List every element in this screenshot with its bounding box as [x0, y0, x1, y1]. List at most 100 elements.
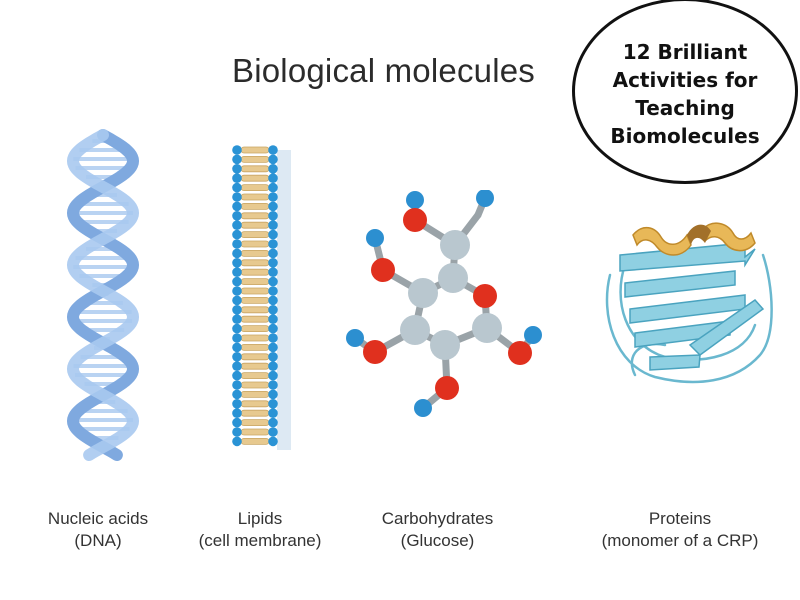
lipid-tail	[240, 221, 270, 229]
lipid-head	[268, 380, 278, 390]
lipid-bilayer-illustration	[232, 145, 291, 450]
lipid-tail	[240, 343, 270, 351]
lipid-head	[268, 229, 278, 240]
lipid-head	[268, 220, 278, 230]
molecule-name: Proteins	[648, 509, 712, 528]
lipid-head	[268, 295, 278, 306]
lipid-head	[232, 258, 242, 268]
carbohydrates-label: Carbohydrates (Glucose)	[355, 508, 520, 552]
lipid-tail	[240, 174, 270, 182]
lipid-tail	[240, 315, 270, 323]
badge-line: Teaching	[635, 96, 735, 120]
lipid-head	[232, 164, 242, 174]
lipid-head	[232, 145, 242, 155]
lipid-head	[232, 370, 242, 381]
lipid-head	[268, 145, 278, 155]
glucose-molecule-illustration	[346, 190, 542, 417]
protein-ribbon-illustration	[605, 222, 773, 384]
proteins-label: Proteins (monomer of a CRP)	[580, 508, 780, 552]
lipid-tail	[240, 409, 270, 417]
molecule-name: Carbohydrates	[381, 509, 494, 528]
lipid-head	[268, 286, 278, 296]
lipid-head	[268, 389, 278, 400]
lipid-head	[232, 267, 242, 277]
lipid-tail	[240, 268, 270, 276]
lipid-tail	[240, 146, 270, 154]
lipid-head	[268, 352, 278, 362]
lipid-head	[232, 314, 242, 324]
lipid-head	[268, 239, 278, 249]
lipid-head	[232, 182, 242, 193]
activities-badge: 12 Brilliant Activities for Teaching Bio…	[572, 0, 798, 184]
lipid-tail	[240, 203, 270, 210]
lipid-tail	[240, 390, 270, 398]
lipid-tail	[240, 381, 270, 389]
lipid-head	[232, 154, 242, 165]
lipid-head	[268, 436, 278, 447]
lipid-head	[232, 305, 242, 315]
page-title: Biological molecules	[232, 52, 535, 89]
badge-line: Biomolecules	[610, 124, 760, 148]
lipid-head	[232, 239, 242, 249]
lipid-tail	[240, 353, 270, 361]
lipid-head	[232, 192, 242, 202]
lipid-tail	[240, 250, 270, 257]
lipid-tail	[240, 287, 270, 295]
lipid-head	[232, 248, 242, 259]
molecule-detail: (cell membrane)	[198, 531, 322, 550]
lipid-tail	[240, 212, 270, 220]
lipid-head	[232, 380, 242, 390]
lipid-head	[268, 370, 278, 381]
lipid-head	[268, 408, 278, 419]
lipid-head	[232, 201, 242, 212]
lipid-tail	[240, 155, 270, 163]
lipid-tail	[240, 334, 270, 342]
lipid-head	[268, 417, 278, 428]
lipid-head	[268, 192, 278, 202]
lipid-tail	[240, 419, 270, 427]
lipid-head	[268, 333, 278, 343]
molecule-name: Lipids	[237, 509, 283, 528]
lipid-head	[232, 211, 242, 221]
lipid-head	[268, 361, 278, 371]
lipid-head	[268, 323, 278, 334]
lipid-head	[268, 276, 278, 287]
lipid-head	[268, 164, 278, 174]
lipid-head	[268, 305, 278, 315]
lipid-head	[268, 258, 278, 268]
lipid-head	[232, 333, 242, 343]
lipid-head	[232, 276, 242, 287]
lipid-head	[268, 154, 278, 165]
lipid-tail	[240, 184, 270, 191]
nucleic-acids-label: Nucleic acids (DNA)	[18, 508, 178, 552]
lipid-head	[268, 427, 278, 437]
lipid-head	[268, 182, 278, 193]
lipid-head	[268, 173, 278, 183]
lipid-tail	[240, 428, 270, 436]
lipid-head	[232, 436, 242, 447]
lipid-head	[268, 267, 278, 277]
lipid-head	[232, 399, 242, 409]
lipids-label: Lipids (cell membrane)	[170, 508, 350, 552]
lipid-head	[268, 314, 278, 324]
lipid-tail	[240, 437, 270, 445]
lipid-head	[232, 229, 242, 240]
lipid-tail	[240, 193, 270, 201]
lipid-head	[268, 399, 278, 409]
lipid-head	[232, 286, 242, 296]
lipid-tail	[240, 400, 270, 408]
dna-helix-illustration	[66, 129, 140, 461]
badge-line: Activities for	[612, 68, 758, 92]
lipid-tail	[240, 278, 270, 286]
lipid-head	[232, 173, 242, 183]
lipid-head	[232, 220, 242, 230]
molecule-name: Nucleic acids	[47, 509, 149, 528]
lipid-head	[268, 211, 278, 221]
lipid-head	[232, 427, 242, 437]
lipid-tail	[240, 306, 270, 314]
lipid-head	[232, 417, 242, 428]
lipid-tail	[240, 231, 270, 238]
lipid-tail	[240, 240, 270, 248]
lipid-head	[268, 248, 278, 259]
molecule-detail: (monomer of a CRP)	[601, 531, 759, 550]
